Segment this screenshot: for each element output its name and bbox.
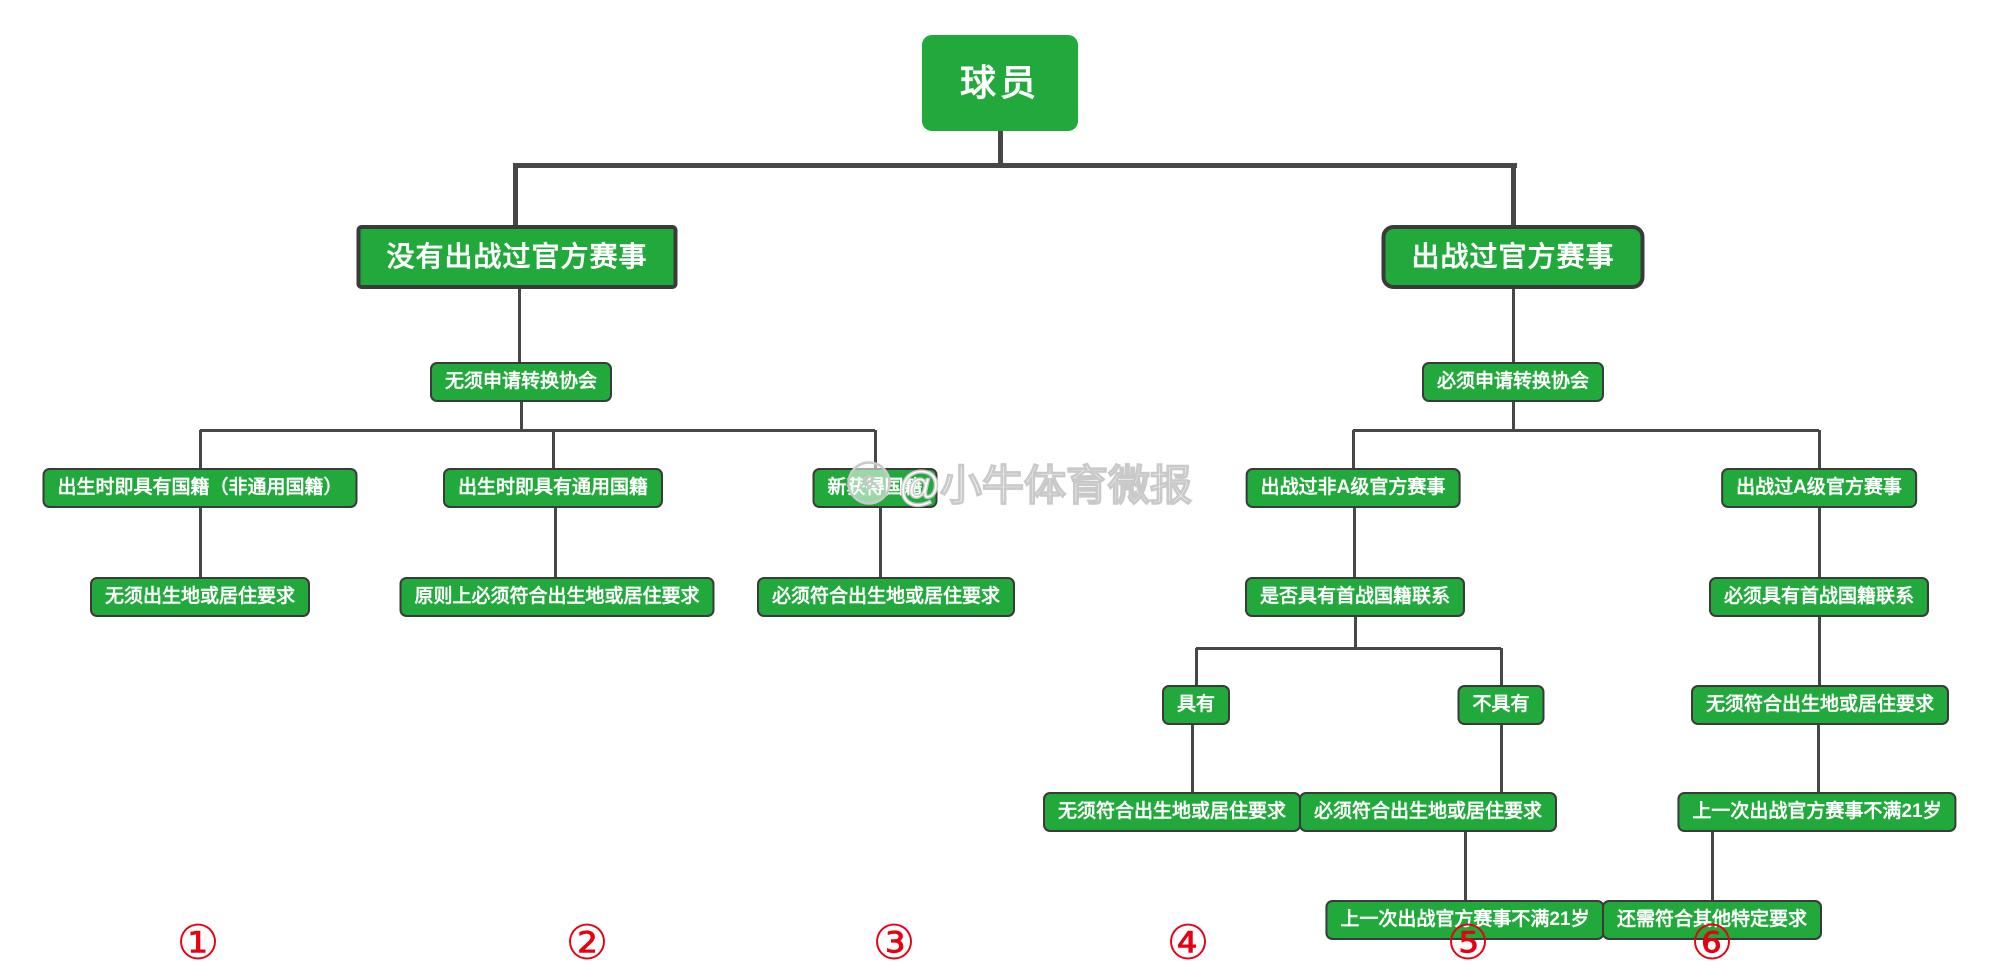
connector-line [1816, 725, 1820, 792]
node-no-need-apply-switch: 无须申请转换协会 [429, 362, 613, 402]
connector-line [519, 402, 523, 432]
node-played-official-matches: 出战过官方赛事 [1381, 225, 1645, 289]
connector-line [1817, 430, 1821, 468]
node-played-non-a-level: 出战过非A级官方赛事 [1245, 468, 1461, 508]
footnote-number: ⑥ [1690, 917, 1734, 970]
connector-line [873, 430, 877, 468]
connector-line [1511, 289, 1515, 362]
node-last-official-match-under-21-a: 上一次出战官方赛事不满21岁 [1677, 792, 1957, 832]
connector-line [1499, 725, 1503, 792]
node-nationality-at-birth-non-universal: 出生时即具有国籍（非通用国籍） [42, 468, 358, 508]
connector-line [553, 508, 557, 577]
footnote-number: ④ [1166, 917, 1210, 970]
node-no-official-matches: 没有出战过官方赛事 [356, 225, 678, 289]
footnote-number: ⑤ [1446, 917, 1490, 970]
footnote-number: ① [176, 917, 220, 970]
node-no-need-meet-birth-residence-a: 无须符合出生地或居住要求 [1690, 685, 1950, 725]
connector-line [1351, 430, 1355, 468]
watermark-text: @小牛体育微报 [898, 461, 1192, 509]
node-played-a-level: 出战过A级官方赛事 [1721, 468, 1917, 508]
connector-line [997, 131, 1003, 168]
node-has-link: 具有 [1161, 685, 1231, 725]
connector-line [1194, 648, 1198, 685]
node-player: 球员 [921, 35, 1079, 131]
node-must-have-first-match-nationality-link: 必须具有首战国籍联系 [1708, 577, 1930, 617]
node-no-birth-residence-requirement: 无须出生地或居住要求 [89, 577, 311, 617]
node-no-link: 不具有 [1457, 685, 1545, 725]
node-other-specific-requirements: 还需符合其他特定要求 [1601, 900, 1823, 940]
connector-line [1817, 617, 1821, 685]
connector-line [1499, 648, 1503, 685]
footnote-number: ③ [872, 917, 916, 970]
connector-line [1353, 617, 1357, 650]
connector-line [878, 508, 882, 577]
connector-line [198, 508, 202, 577]
connector-line [1511, 402, 1515, 432]
node-in-principle-must-meet-birth-residence: 原则上必须符合出生地或居住要求 [399, 577, 715, 617]
node-must-meet-birth-residence-2: 必须符合出生地或居住要求 [1298, 792, 1558, 832]
node-must-apply-switch: 必须申请转换协会 [1421, 362, 1605, 402]
connector-line [1353, 428, 1819, 432]
connector-line [198, 430, 202, 468]
connector-line [1463, 832, 1467, 900]
connector-line [513, 162, 1517, 168]
connector-line [1196, 646, 1501, 650]
node-nationality-at-birth-universal: 出生时即具有通用国籍 [442, 468, 664, 508]
connector-line [551, 430, 555, 468]
connector-line [200, 428, 875, 432]
connector-line [517, 289, 521, 362]
connector-line [1190, 725, 1194, 792]
node-must-meet-birth-residence-1: 必须符合出生地或居住要求 [756, 577, 1016, 617]
node-newly-acquired-nationality: 新获得国籍 [812, 468, 938, 508]
connector-line [1817, 508, 1821, 577]
connector-line [1352, 508, 1356, 577]
node-no-need-meet-birth-residence-b: 无须符合出生地或居住要求 [1042, 792, 1302, 832]
node-has-first-match-nationality-link-question: 是否具有首战国籍联系 [1244, 577, 1466, 617]
connector-line [512, 165, 518, 225]
connector-line [1710, 832, 1714, 900]
footnote-number: ② [565, 917, 609, 970]
connector-line [1510, 165, 1516, 225]
